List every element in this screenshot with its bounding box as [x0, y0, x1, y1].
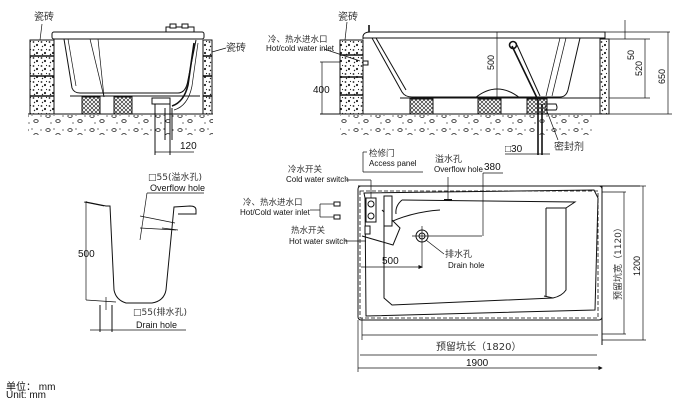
- inlet-label-cn: 冷、热水进水口: [243, 197, 303, 208]
- tile-wall-left: [29, 39, 55, 115]
- dim-overflow: 380: [484, 162, 501, 173]
- dim-total-height: 650: [657, 69, 667, 84]
- unit-label-cn: 单位： mm: [6, 382, 56, 393]
- pit-length: 预留坑长（1820）: [436, 340, 521, 353]
- access-panel-en: Access panel: [369, 159, 417, 168]
- dim-inlet-height: 400: [313, 85, 330, 96]
- total-length: 1900: [466, 358, 489, 369]
- section-dim-depth: 500: [78, 249, 95, 260]
- floor-gravel: [28, 115, 213, 135]
- drain-label-en: Drain hole: [136, 320, 177, 330]
- tile-label-right: 瓷砖: [226, 41, 246, 54]
- total-width: 1200: [632, 256, 642, 276]
- access-panel-cn: 检修门: [369, 148, 395, 159]
- dim-drain: 500: [382, 256, 399, 267]
- tile-label-left: 瓷砖: [34, 10, 54, 23]
- sealant-label: 密封剂: [554, 140, 584, 153]
- support-block: [81, 96, 101, 115]
- drain-hole: [412, 226, 482, 268]
- support-block: [477, 98, 502, 115]
- pit-width: 预留坑宽（1120）: [612, 223, 624, 300]
- cold-switch-label-en: Cold water switch: [286, 175, 349, 184]
- dim-drain-offset: 120: [180, 141, 197, 152]
- overflow-label-cn: 溢水孔: [435, 153, 462, 165]
- overflow-label-cn: □55(溢水孔): [148, 171, 202, 183]
- dim-inner-height: 520: [634, 61, 644, 76]
- inlet-connector: [333, 201, 341, 207]
- overflow-label-en: Overflow hole: [434, 165, 483, 174]
- tile-label: 瓷砖: [338, 10, 358, 23]
- dim-depth: 500: [486, 55, 496, 70]
- inlet-label-en: Hot/Cold water inlet: [240, 208, 311, 217]
- drain-label-cn: □55(排水孔): [133, 306, 187, 318]
- side-view: 400 500 50 520 650 □30 密封剂 瓷砖 冷、热水进水口 Ho…: [266, 10, 672, 155]
- tile-wall: [599, 38, 610, 115]
- support-block: [526, 98, 548, 115]
- overflow-label-en: Overflow hole: [150, 183, 205, 193]
- inlet-label-en: Hot/cold water inlet: [266, 44, 335, 53]
- drain-label-cn: 排水孔: [445, 248, 472, 260]
- drain-pipe: [171, 42, 195, 107]
- tub-body: [63, 38, 197, 94]
- cold-switch-label-cn: 冷水开关: [288, 164, 323, 175]
- hot-switch-label-en: Hot water switch: [289, 237, 348, 246]
- tub-outline: [357, 185, 603, 321]
- tub-section: [85, 201, 197, 304]
- tub-rim: [51, 31, 205, 40]
- tile-wall-right: [202, 39, 213, 115]
- floor-gravel: [340, 115, 595, 135]
- inlet-connector: [333, 214, 341, 220]
- hot-switch-label-cn: 热水开关: [291, 225, 326, 236]
- tub-body: [371, 37, 581, 98]
- dim-pipe: □30: [505, 144, 523, 155]
- support-block: [409, 98, 434, 115]
- section-view: □55(溢水孔) Overflow hole 500 □55(排水孔) Drai…: [78, 171, 205, 332]
- dim-rim: 50: [626, 50, 636, 60]
- tub-rim: [362, 31, 606, 39]
- cold-water-switch: [365, 197, 377, 223]
- front-view: 120 瓷砖 瓷砖: [28, 10, 246, 155]
- unit-label-en: Unit: mm: [6, 390, 46, 401]
- drain-label-en: Drain hole: [448, 261, 485, 270]
- plan-view: 排水孔 Drain hole 500 溢水孔 Overflow hole 380…: [240, 148, 646, 372]
- tile-wall: [339, 39, 369, 115]
- support-block: [113, 96, 133, 115]
- overflow-pipe: [511, 45, 539, 101]
- inlet-label-cn: 冷、热水进水口: [268, 34, 328, 45]
